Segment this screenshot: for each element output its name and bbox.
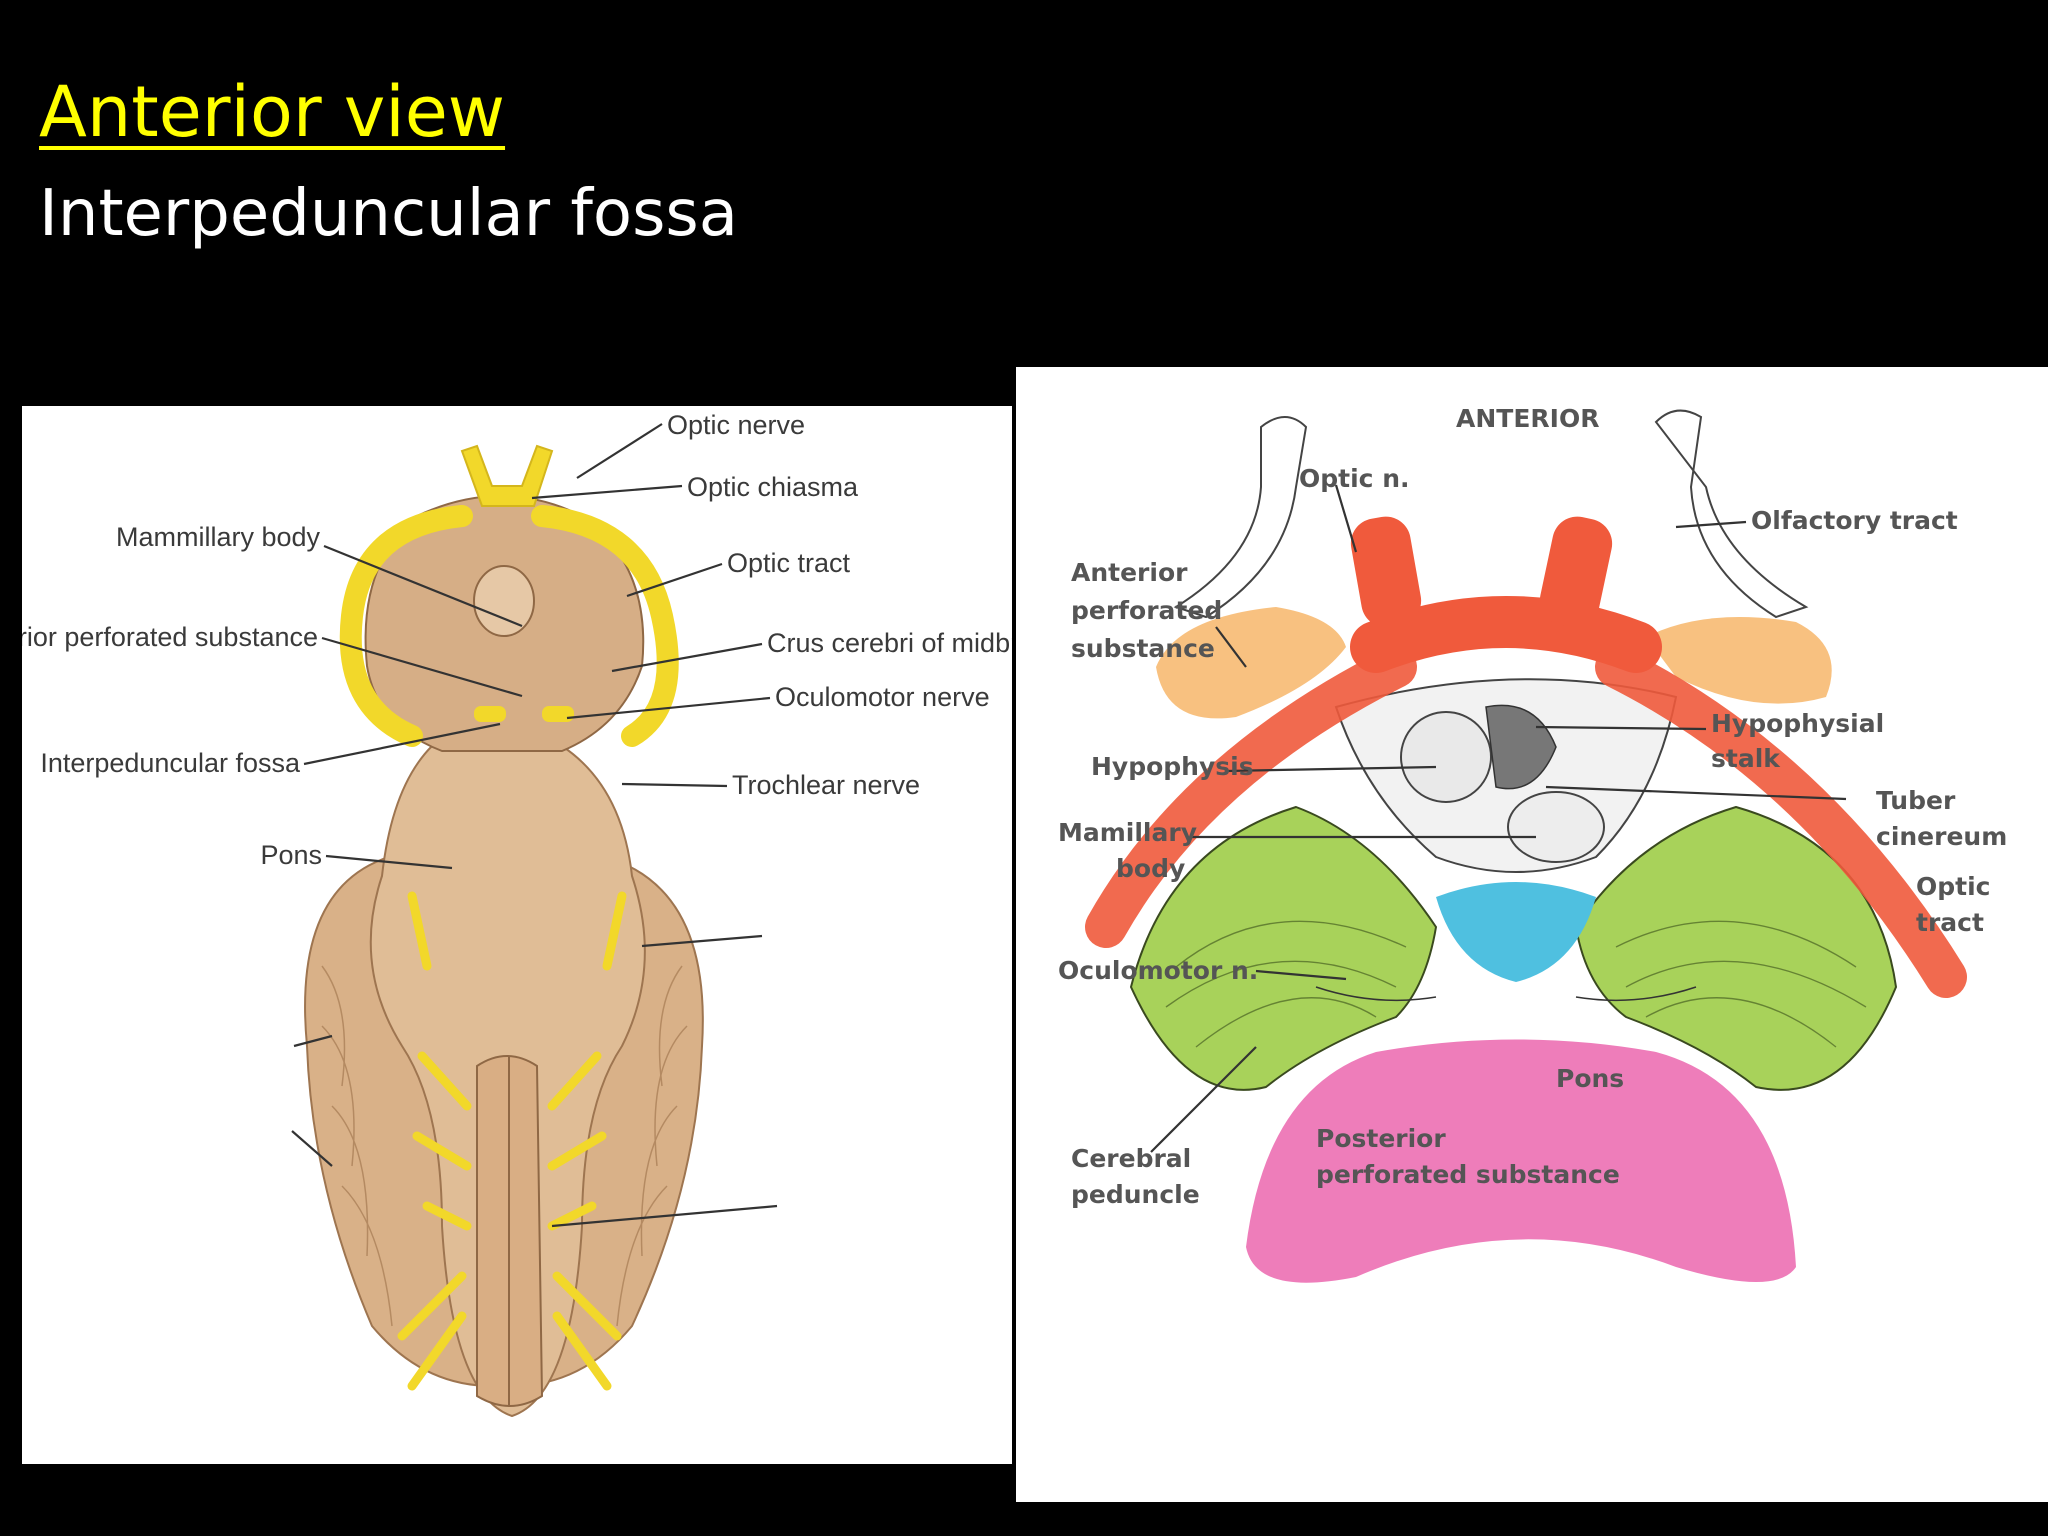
mamillary-body <box>1507 791 1605 863</box>
label-optic-tract-1: Optic <box>1916 872 1991 901</box>
olfactory-tract-right <box>1654 409 1809 619</box>
anterior-perforated-substance-left <box>1156 607 1346 719</box>
label-crus-cerebri: Crus cerebri of midbrain <box>767 628 1012 658</box>
label-cerebral-peduncle-2: peduncle <box>1071 1180 1200 1209</box>
cerebral-peduncle-right <box>1574 805 1898 1091</box>
right-ventral-drawing: ANTERIOR Optic n. Olfactory tract Anteri… <box>1058 404 2007 1283</box>
label-tuber-1: Tuber <box>1876 786 1956 815</box>
label-hypophysial-2: stalk <box>1711 744 1781 773</box>
label-hypophysial-1: Hypophysial <box>1711 709 1884 738</box>
label-olfactory-tract: Olfactory tract <box>1751 506 1958 535</box>
label-anterior-perforated-3: substance <box>1071 634 1215 663</box>
label-posterior-perforated-substance: Posterior perforated substance <box>22 622 318 652</box>
slide-subtitle: Interpeduncular fossa <box>39 177 738 251</box>
label-cerebral-peduncle-1: Cerebral <box>1071 1144 1191 1173</box>
label-optic-chiasma: Optic chiasma <box>687 472 859 502</box>
label-posterior-perforated-2: perforated substance <box>1316 1160 1620 1189</box>
label-anterior-perforated-1: Anterior <box>1071 558 1188 587</box>
left-brainstem-figure: Optic nerve Optic chiasma Optic tract Cr… <box>22 406 1012 1464</box>
anterior-perforated-substance-right <box>1646 617 1832 704</box>
label-trochlear-nerve: Trochlear nerve <box>732 770 920 800</box>
optic-tract-left <box>339 505 473 747</box>
label-tuber-2: cinereum <box>1876 822 2007 851</box>
oculomotor-nerve-left <box>474 706 506 722</box>
label-optic-nerve: Optic nerve <box>667 410 805 440</box>
label-optic-tract-2: tract <box>1916 908 1984 937</box>
label-anterior-perforated-2: perforated <box>1071 596 1222 625</box>
optic-chiasm <box>1350 596 1662 673</box>
label-anterior: ANTERIOR <box>1456 404 1599 433</box>
left-brainstem-drawing: Optic nerve Optic chiasma Optic tract Cr… <box>22 410 1012 1418</box>
label-mamillary-2: body <box>1116 854 1185 883</box>
optic-chiasma <box>460 444 554 507</box>
label-hypophysis: Hypophysis <box>1091 752 1254 781</box>
label-mamillary-1: Mamillary <box>1058 818 1197 847</box>
label-oculomotor-nerve: Oculomotor nerve <box>775 682 990 712</box>
mammillary-bodies <box>473 565 535 637</box>
optic-tract-left <box>1085 646 1417 948</box>
posterior-perforated-substance <box>1436 882 1596 982</box>
optic-tract-right <box>1595 646 1967 998</box>
label-pons: Pons <box>260 840 322 870</box>
label-optic-tract: Optic tract <box>727 548 851 578</box>
oculomotor-nerve-right <box>542 706 574 722</box>
olfactory-tract-left <box>1173 416 1308 619</box>
pons <box>1246 1039 1796 1283</box>
optic-nerve-left <box>1350 516 1422 628</box>
label-interpeduncular-fossa: Interpeduncular fossa <box>40 748 301 778</box>
label-optic-n: Optic n. <box>1299 464 1410 493</box>
label-posterior-perforated-1: Posterior <box>1316 1124 1446 1153</box>
label-pons: Pons <box>1556 1064 1624 1093</box>
label-oculomotor-n: Oculomotor n. <box>1058 956 1258 985</box>
slide-title: Anterior view <box>39 71 506 153</box>
optic-nerve-right <box>1539 516 1613 628</box>
hypophysis <box>1400 711 1492 803</box>
label-mammillary-body: Mammillary body <box>116 522 321 552</box>
right-ventral-view-figure: ANTERIOR Optic n. Olfactory tract Anteri… <box>1016 367 2048 1502</box>
